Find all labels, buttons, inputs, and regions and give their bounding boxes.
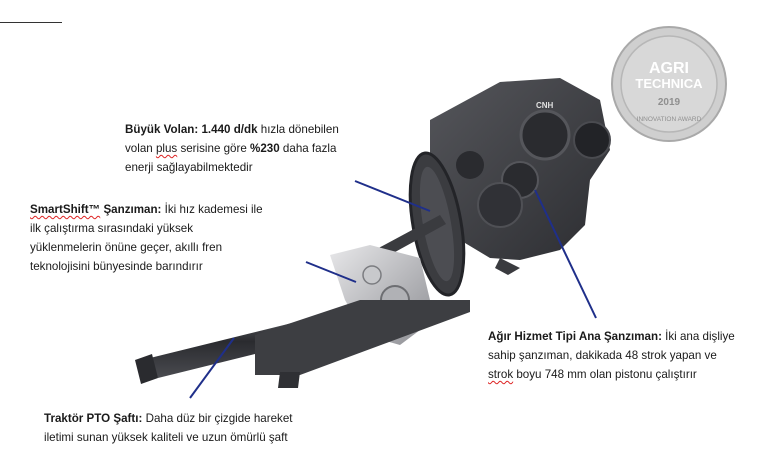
leader-lines bbox=[189, 180, 597, 399]
volan-line3: enerji sağlayabilmektedir bbox=[125, 161, 253, 174]
agir-strok-word: strok bbox=[488, 368, 514, 381]
agir-title: Ağır Hizmet Tipi Ana Şanzıman: bbox=[488, 330, 662, 343]
volan-line1: hızla dönebilen bbox=[257, 123, 339, 136]
medal-ring-text: INNOVATION AWARD bbox=[637, 116, 702, 123]
smartshift-line1: İki hız kademesi ile bbox=[161, 203, 263, 216]
pto-title: Traktör PTO Şaftı: bbox=[44, 412, 143, 425]
label-smartshift: SmartShift™ Şanzıman: İki hız kademesi i… bbox=[30, 200, 300, 276]
label-agir-hizmet: Ağır Hizmet Tipi Ana Şanzıman: İki ana d… bbox=[488, 327, 768, 384]
cnh-logo: CNH bbox=[536, 101, 554, 110]
volan-speed: 1.440 d/dk bbox=[201, 123, 258, 136]
volan-line2-post: daha fazla bbox=[279, 142, 337, 155]
smartshift-brand: SmartShift™ bbox=[30, 203, 101, 216]
leader-line-smartshift bbox=[305, 261, 357, 283]
volan-line2-pre: volan bbox=[125, 142, 156, 155]
pto-line1: Daha düz bir çizgide hareket bbox=[142, 412, 293, 425]
medal-year: 2019 bbox=[658, 97, 681, 108]
volan-title: Büyük Volan: bbox=[125, 123, 199, 136]
medal-line1: AGRI bbox=[649, 60, 689, 77]
smartshift-line4: teknolojisini bünyesinde barındırır bbox=[30, 260, 203, 273]
top-rule bbox=[0, 22, 62, 23]
smartshift-line3: yüklenmelerin önüne geçer, akıllı fren bbox=[30, 241, 223, 254]
label-pto-shaft: Traktör PTO Şaftı: Daha düz bir çizgide … bbox=[44, 409, 344, 447]
agir-line3: boyu 748 mm olan pistonu çalıştırır bbox=[513, 368, 697, 381]
agir-line2: sahip şanzıman, dakikada 48 strok yapan … bbox=[488, 349, 717, 362]
support-arm bbox=[255, 300, 470, 388]
medal-line2: TECHNICA bbox=[635, 76, 703, 91]
volan-plus-word: plus bbox=[155, 142, 178, 155]
leader-line-pto bbox=[189, 337, 235, 399]
leader-line-agir bbox=[534, 189, 597, 319]
volan-percent: %230 bbox=[250, 142, 280, 155]
pto-line2: iletimi sunan yüksek kaliteli ve uzun öm… bbox=[44, 431, 288, 444]
smartshift-line2: ilk çalıştırma sırasındaki yüksek bbox=[30, 222, 194, 235]
main-gearbox: CNH bbox=[430, 78, 611, 275]
leader-line-volan bbox=[354, 180, 431, 212]
agritechnica-medal: AGRI TECHNICA 2019 INNOVATION AWARD bbox=[611, 26, 727, 142]
volan-line2-mid: serisine göre bbox=[177, 142, 251, 155]
label-buyuk-volan: Büyük Volan: 1.440 d/dk hızla dönebilen … bbox=[125, 120, 395, 177]
smartshift-title: Şanzıman: bbox=[100, 203, 162, 216]
agir-line1: İki ana dişliye bbox=[661, 330, 735, 343]
